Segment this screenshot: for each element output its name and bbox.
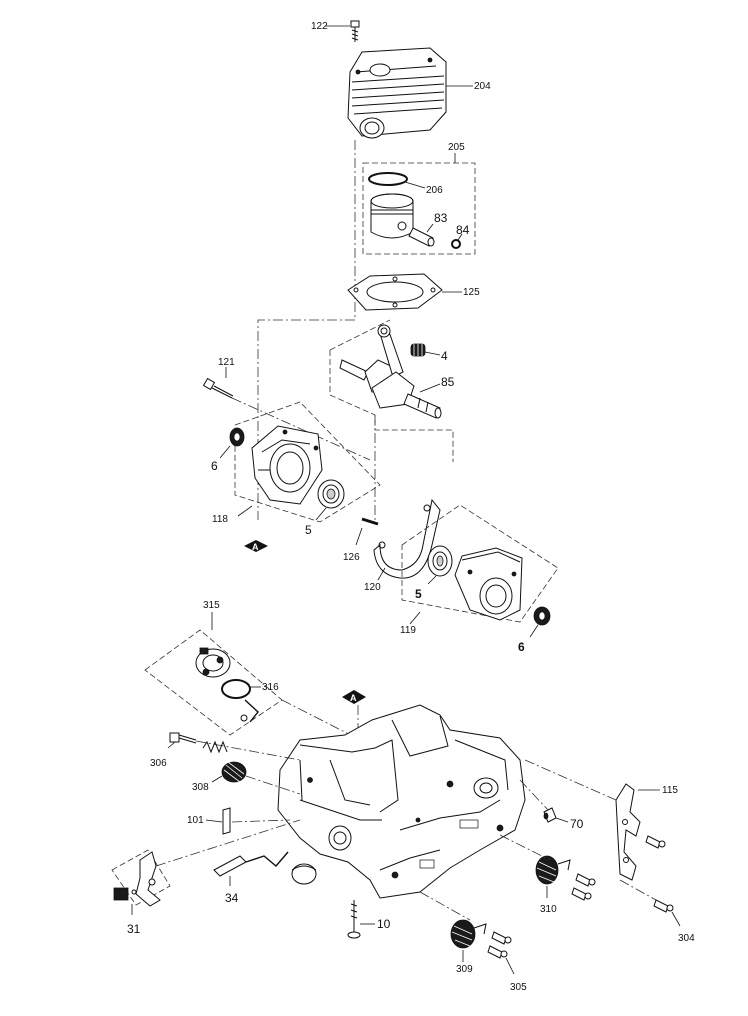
label-119: 119 — [400, 625, 416, 636]
label-305: 305 — [510, 982, 527, 993]
label-115: 115 — [662, 785, 678, 796]
label-310: 310 — [540, 904, 557, 915]
label-6-left: 6 — [211, 459, 218, 473]
svg-text:A: A — [350, 693, 357, 703]
label-316: 316 — [262, 682, 279, 693]
spring-310[interactable] — [535, 855, 571, 885]
main-crankcase[interactable] — [277, 704, 526, 899]
ball-bearing-5-left[interactable] — [317, 479, 345, 509]
piston[interactable] — [370, 193, 414, 239]
screw-122[interactable] — [350, 20, 360, 42]
ball-bearing-5-right[interactable] — [427, 545, 453, 577]
label-125: 125 — [463, 287, 480, 298]
crankcase-half-box-118 — [234, 401, 381, 523]
screw-304[interactable] — [653, 899, 674, 913]
crankcase-half-118[interactable] — [251, 425, 323, 505]
label-126: 126 — [343, 552, 360, 563]
label-85: 85 — [441, 375, 455, 389]
screw-305-a[interactable] — [491, 931, 512, 945]
label-205: 205 — [448, 142, 465, 153]
piston-pin-83[interactable] — [408, 227, 435, 247]
circlip-84[interactable] — [451, 239, 461, 249]
label-206: 206 — [426, 185, 443, 196]
piston-kit-box-205 — [362, 162, 476, 255]
label-121: 121 — [218, 357, 235, 368]
part-101[interactable] — [222, 807, 231, 835]
label-83: 83 — [434, 211, 448, 225]
spring-308[interactable] — [202, 740, 247, 783]
label-304: 304 — [678, 933, 695, 944]
pin-70[interactable] — [543, 807, 557, 823]
label-6-right: 6 — [518, 640, 525, 654]
label-306: 306 — [150, 758, 167, 769]
oil-seal-6-left[interactable] — [229, 427, 245, 447]
label-309: 309 — [456, 964, 473, 975]
svg-text:A: A — [252, 542, 259, 552]
screw-306[interactable] — [169, 732, 197, 744]
oil-seal-6-right[interactable] — [533, 606, 551, 626]
crankcase-half-box-119 — [401, 504, 559, 623]
oil-pump[interactable] — [195, 647, 231, 678]
needle-bearing-4[interactable] — [410, 343, 426, 357]
label-120: 120 — [364, 582, 381, 593]
label-315: 315 — [203, 600, 220, 611]
piston-ring-206[interactable] — [368, 172, 408, 186]
grommet[interactable] — [291, 863, 317, 885]
dowel-pin-126[interactable] — [361, 517, 379, 526]
screw-10[interactable] — [347, 900, 361, 939]
crankshaft-box-edge — [329, 319, 391, 351]
label-70: 70 — [570, 817, 584, 831]
spring-309[interactable] — [450, 919, 487, 949]
label-101: 101 — [187, 815, 204, 826]
o-ring-316[interactable] — [221, 679, 251, 699]
cylinder-gasket-125[interactable] — [347, 273, 443, 311]
cylinder-204[interactable] — [347, 47, 447, 139]
crankcase-half-119[interactable] — [454, 547, 523, 621]
screw-305-b[interactable] — [487, 945, 508, 959]
label-84: 84 — [456, 223, 470, 237]
label-34: 34 — [225, 891, 239, 905]
screw-310-a[interactable] — [575, 873, 596, 887]
label-4: 4 — [441, 349, 448, 363]
oil-pump-pin[interactable] — [240, 699, 259, 723]
label-5-right: 5 — [415, 587, 422, 601]
screw-115[interactable] — [645, 835, 666, 849]
throttle-trigger-31[interactable] — [113, 851, 161, 907]
lever-34[interactable] — [213, 851, 289, 877]
label-122: 122 — [311, 21, 328, 32]
label-31: 31 — [127, 922, 141, 936]
screw-121[interactable] — [202, 377, 234, 399]
plate-115[interactable] — [615, 783, 641, 881]
reference-marker-a-lower: A — [342, 690, 366, 704]
label-10: 10 — [377, 917, 391, 931]
label-118: 118 — [212, 514, 228, 525]
label-308: 308 — [192, 782, 209, 793]
label-204: 204 — [474, 81, 491, 92]
reference-marker-a-upper: A — [244, 540, 268, 552]
label-5-left: 5 — [305, 523, 312, 537]
crankcase-gasket-120[interactable] — [373, 498, 441, 579]
crankshaft-85[interactable] — [339, 324, 442, 419]
screw-310-b[interactable] — [571, 887, 592, 901]
